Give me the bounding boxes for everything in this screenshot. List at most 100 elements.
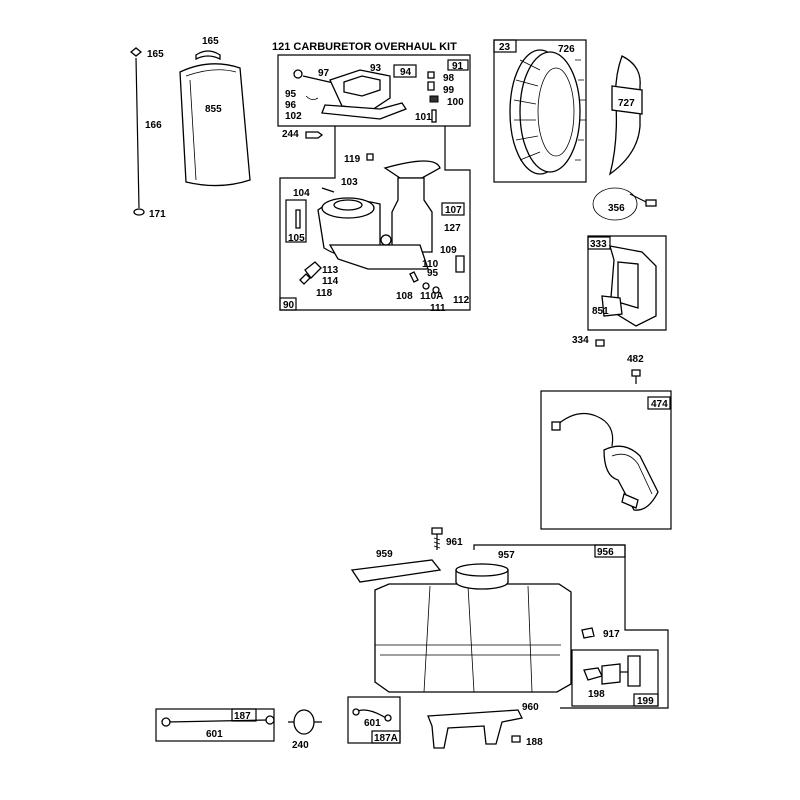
- flywheel-box: [493, 39, 587, 183]
- label-96: 96: [285, 100, 297, 111]
- box-91: [447, 59, 469, 71]
- box-23: [493, 39, 517, 53]
- label-855: 855: [205, 104, 222, 115]
- cover-727: [608, 55, 643, 176]
- valve-198: [583, 655, 641, 687]
- fuel-line-601b: [352, 708, 392, 722]
- label-95b: 95: [427, 268, 439, 279]
- screw-188: [511, 735, 521, 743]
- screw-482: [631, 369, 641, 384]
- label-851: 851: [592, 306, 609, 317]
- screen-855: [179, 50, 251, 187]
- label-356: 356: [608, 203, 625, 214]
- clip-165: [195, 50, 221, 61]
- label-105: 105: [288, 233, 305, 244]
- box-105: [285, 199, 307, 243]
- label-103: 103: [341, 177, 358, 188]
- screw-244: [305, 131, 324, 139]
- label-601a: 601: [206, 729, 223, 740]
- label-166: 166: [145, 120, 162, 131]
- label-110: 110: [422, 259, 439, 270]
- label-726: 726: [558, 44, 575, 55]
- label-113: 113: [322, 265, 339, 276]
- wing-nut-165: [129, 47, 143, 57]
- ignition-box: [540, 390, 672, 530]
- label-107: 107: [445, 205, 462, 216]
- rod-assembly: [129, 47, 145, 216]
- label-165a: 165: [147, 49, 164, 60]
- armature-box: [587, 235, 667, 331]
- label-90: 90: [283, 300, 295, 311]
- label-102: 102: [285, 111, 302, 122]
- carburetor-body: [295, 153, 465, 294]
- box-187a: [371, 730, 401, 744]
- filter-240: [288, 709, 322, 735]
- label-601b: 601: [364, 718, 381, 729]
- label-957: 957: [498, 550, 515, 561]
- wire-356: [592, 187, 657, 221]
- kit-parts: [293, 64, 439, 123]
- label-333: 333: [590, 239, 607, 250]
- kit-box: [277, 54, 471, 127]
- label-91: 91: [452, 61, 464, 72]
- nut-171: [133, 208, 145, 216]
- box-199: [633, 693, 659, 707]
- label-956: 956: [597, 547, 614, 558]
- label-244: 244: [282, 129, 299, 140]
- clip-917: [581, 627, 595, 639]
- box-187-outline: [155, 708, 275, 742]
- label-334: 334: [572, 335, 589, 346]
- box-107: [441, 202, 465, 216]
- label-110a: 110A: [420, 291, 443, 302]
- box-90: [279, 297, 297, 311]
- valve-box: [571, 649, 659, 707]
- fuel-line-601: [161, 715, 275, 727]
- box-333: [587, 236, 611, 250]
- fuel-tank: [374, 563, 572, 693]
- label-482: 482: [627, 354, 644, 365]
- label-100: 100: [447, 97, 464, 108]
- label-165b: 165: [202, 36, 219, 47]
- label-961: 961: [446, 537, 463, 548]
- kit-title: 121 CARBURETOR OVERHAUL KIT: [272, 41, 457, 53]
- ignition-474: [551, 413, 659, 511]
- label-959: 959: [376, 549, 393, 560]
- tank-box: [473, 544, 669, 709]
- label-95a: 95: [285, 89, 297, 100]
- label-240: 240: [292, 740, 309, 751]
- box-956: [594, 544, 626, 558]
- label-127: 127: [444, 223, 461, 234]
- bracket-959: [350, 559, 442, 583]
- label-98: 98: [443, 73, 455, 84]
- label-109: 109: [440, 245, 457, 256]
- label-97: 97: [318, 68, 330, 79]
- label-111: 111: [430, 303, 446, 314]
- label-99: 99: [443, 85, 455, 96]
- label-23: 23: [499, 42, 511, 53]
- screw-334: [595, 339, 605, 347]
- screw-961: [431, 527, 443, 550]
- label-188: 188: [526, 737, 543, 748]
- label-118: 118: [316, 288, 333, 299]
- label-474: 474: [651, 399, 668, 410]
- label-114: 114: [322, 276, 339, 287]
- armature-333: [601, 245, 657, 327]
- label-101: 101: [415, 112, 432, 123]
- label-960: 960: [522, 702, 539, 713]
- label-171: 171: [149, 209, 166, 220]
- box-474: [647, 396, 671, 410]
- label-119: 119: [344, 154, 361, 165]
- label-917: 917: [603, 629, 620, 640]
- label-93: 93: [370, 63, 382, 74]
- flywheel-726: [509, 49, 586, 175]
- label-94: 94: [400, 67, 412, 78]
- label-112: 112: [453, 295, 470, 306]
- label-199: 199: [637, 696, 654, 707]
- label-198: 198: [588, 689, 605, 700]
- label-108: 108: [396, 291, 413, 302]
- label-727: 727: [618, 98, 635, 109]
- carburetor-box: [279, 126, 471, 311]
- label-187: 187: [234, 711, 251, 722]
